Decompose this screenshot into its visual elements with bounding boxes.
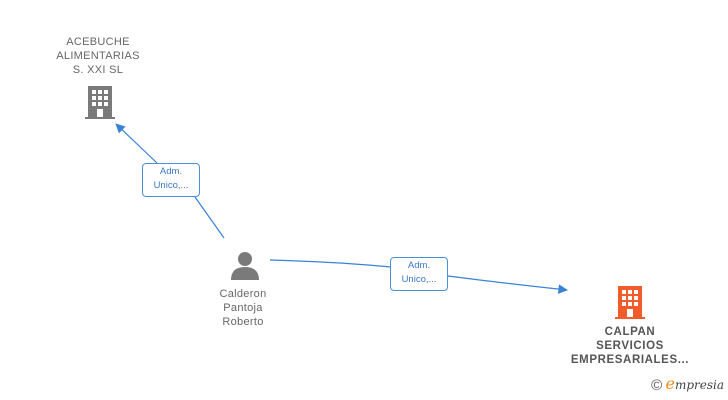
edge-label-line: Unico,...: [401, 274, 437, 285]
edge-label-line: Adm.: [159, 166, 183, 177]
edge-calderon-to-acebuche: [116, 124, 225, 239]
node-label-calderon[interactable]: Calderon Pantoja Roberto: [193, 287, 293, 329]
node-label-line: SERVICIOS: [596, 340, 664, 352]
node-label-line: Roberto: [222, 316, 264, 328]
edge-calderon-to-calpan: [269, 259, 567, 290]
empresia-brand[interactable]: © empresia: [651, 374, 724, 394]
node-label-calpan[interactable]: CALPAN SERVICIOS EMPRESARIALES...: [558, 325, 702, 367]
copyright-icon: ©: [651, 377, 663, 394]
edge-label-line: Unico,...: [153, 180, 189, 191]
building-icon[interactable]: [84, 85, 116, 119]
node-label-line: S. XXI SL: [72, 64, 124, 76]
edge-label-calderon-acebuche[interactable]: Adm. Unico,...: [142, 163, 200, 197]
edge-label-line: Adm.: [407, 260, 431, 271]
person-icon[interactable]: [230, 251, 260, 281]
node-label-line: ALIMENTARIAS: [56, 50, 140, 62]
building-icon[interactable]: [614, 285, 646, 319]
node-label-line: ACEBUCHE: [66, 36, 130, 48]
node-label-line: Calderon: [219, 288, 267, 300]
brand-name: mpresia: [674, 378, 724, 392]
node-label-line: EMPRESARIALES...: [570, 354, 690, 366]
node-label-line: Pantoja: [223, 302, 263, 314]
edge-label-calderon-calpan[interactable]: Adm. Unico,...: [390, 257, 448, 291]
node-label-line: CALPAN: [604, 326, 656, 338]
node-label-acebuche[interactable]: ACEBUCHE ALIMENTARIAS S. XXI SL: [38, 35, 158, 77]
brand-initial: e: [665, 374, 675, 393]
